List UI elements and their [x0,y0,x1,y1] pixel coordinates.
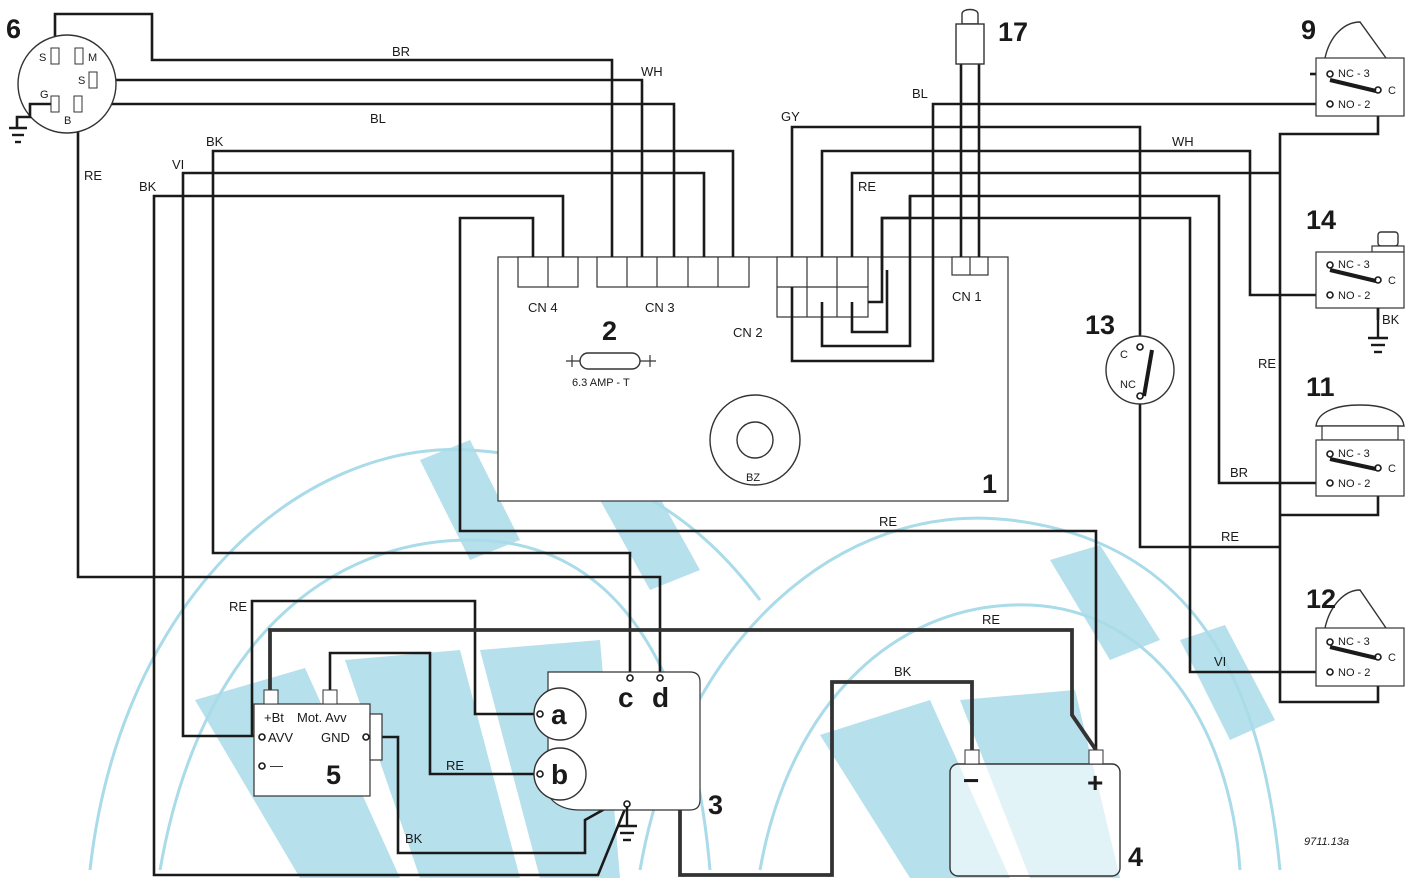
wire-gy-1: GY [781,109,800,124]
label-12: 12 [1306,584,1336,614]
buzzer-icon [709,394,801,486]
motor-c: c [618,682,634,713]
sw12-c: C [1388,652,1396,664]
label-1: 1 [982,469,997,499]
wire-bk-4: BK [894,664,912,679]
wire-re-5: RE [1221,529,1239,544]
wiring [53,12,1380,877]
s13-c: C [1120,349,1128,361]
sw12-nc: NC - 3 [1338,636,1370,648]
m5-avv: AVV [268,730,293,745]
sw11-c: C [1388,463,1396,475]
wire-re-4: RE [879,514,897,529]
key-s1: S [39,52,46,64]
wire-re-8: RE [446,758,464,773]
switch-11 [1315,404,1405,497]
motor-d: d [652,682,669,713]
motor-b: b [551,759,568,790]
sw14-nc: NC - 3 [1338,259,1370,271]
wire-re-1: RE [84,168,102,183]
cn3-connector [596,256,750,288]
m5-bt: +Bt [264,710,284,725]
motor-3 [533,671,701,842]
switch-9 [1315,21,1405,117]
label-9: 9 [1301,15,1316,45]
label-5: 5 [326,760,341,790]
label-3: 3 [708,790,723,820]
fuse-label: 6.3 AMP - T [572,377,630,389]
motor-a: a [551,699,567,730]
cn2-label: CN 2 [733,325,763,340]
label-11: 11 [1306,372,1335,402]
control-board [497,256,1009,502]
sw11-no: NO - 2 [1338,478,1370,490]
cn1-label: CN 1 [952,289,982,304]
wire-bl-2: BL [912,86,928,101]
key-g: G [40,89,49,101]
sw12-no: NO - 2 [1338,667,1370,679]
wire-re-2: RE [858,179,876,194]
battery-neg: − [963,765,979,796]
wire-bl-1: BL [370,111,386,126]
wire-br-1: BR [392,44,410,59]
fuse-symbol [566,352,656,370]
key-b: B [64,115,71,127]
battery-4 [949,749,1121,877]
s13-nc: NC [1120,379,1136,391]
label-14: 14 [1306,205,1336,235]
label-2: 2 [602,316,617,346]
sw14-no: NO - 2 [1338,290,1370,302]
sw11-nc: NC - 3 [1338,448,1370,460]
module-5 [253,689,383,797]
wire-bk-3: BK [1382,312,1400,327]
wire-bk-2: BK [139,179,157,194]
wire-bk-5: BK [405,831,423,846]
label-6: 6 [6,14,21,44]
wire-re-6: RE [229,599,247,614]
wire-vi-1: VI [172,157,184,172]
sensor-17 [955,8,985,65]
sw9-no: NO - 2 [1338,99,1370,111]
wire-re-7: RE [982,612,1000,627]
m5-motavv: Mot. Avv [297,710,347,725]
label-17: 17 [998,17,1028,47]
switch-12 [1315,589,1405,687]
buzzer-label: BZ [746,472,760,484]
wire-vi-2: VI [1214,654,1226,669]
wire-bk-1: BK [206,134,224,149]
wire-wh-2: WH [1172,134,1194,149]
key-switch [9,34,117,144]
reference-code: 9711.13a [1304,836,1349,848]
wire-br-2: BR [1230,465,1248,480]
label-13: 13 [1085,310,1115,340]
m5-dash: — [270,758,283,773]
key-m: M [88,52,97,64]
wire-wh-1: WH [641,64,663,79]
cn3-label: CN 3 [645,300,675,315]
m5-gnd: GND [321,730,350,745]
key-s2: S [78,75,85,87]
wire-re-3: RE [1258,356,1276,371]
sw14-c: C [1388,275,1396,287]
cn4-label: CN 4 [528,300,558,315]
switch-14 [1315,231,1405,354]
label-4: 4 [1128,842,1143,872]
battery-pos: + [1087,767,1103,798]
sw9-nc: NC - 3 [1338,68,1370,80]
sensor-13 [1105,335,1175,405]
sw9-c: C [1388,85,1396,97]
